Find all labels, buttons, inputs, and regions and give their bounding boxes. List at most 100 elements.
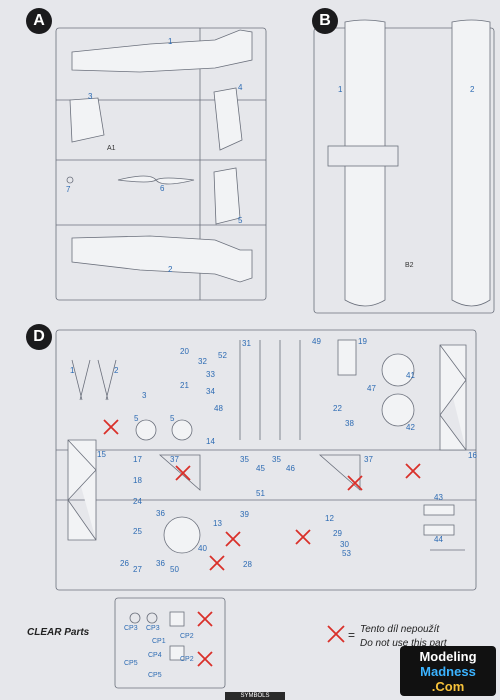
part-number: 47	[367, 384, 376, 393]
clear-part-label: CP3	[146, 625, 160, 632]
part-number: 26	[120, 559, 129, 568]
part-number: 37	[364, 455, 373, 464]
part-number: 19	[358, 337, 367, 346]
part-number: 52	[218, 351, 227, 360]
clear-parts-title: CLEAR Parts	[27, 627, 90, 638]
part-number: 5	[134, 414, 139, 423]
part-number: 45	[256, 464, 265, 473]
legend-czech: Tento díl nepoužít	[360, 624, 440, 635]
part-number: 3	[142, 391, 147, 400]
part-number: 35	[272, 455, 281, 464]
part-number: 34	[206, 387, 215, 396]
propeller-shape	[117, 175, 195, 185]
part-number: 5	[238, 216, 243, 225]
clear-part-label: CP5	[124, 660, 138, 667]
part-number: 22	[333, 404, 342, 413]
part-number: 38	[345, 419, 354, 428]
part-number: 27	[133, 565, 142, 574]
section-d-badge: D	[26, 324, 52, 350]
part-number: 53	[342, 549, 351, 558]
part-number: 18	[133, 476, 142, 485]
part-number: 36	[156, 509, 165, 518]
bracing-parts	[158, 454, 361, 491]
part-number: 30	[340, 540, 349, 549]
part-number: 15	[97, 450, 106, 459]
strut-1	[71, 359, 91, 401]
clear-part-label: CP1	[152, 638, 166, 645]
watermark-line-2: Madness	[420, 664, 476, 679]
part-number: 1	[168, 37, 173, 46]
part-19	[337, 339, 357, 376]
part-number: 39	[240, 510, 249, 519]
truss-16	[439, 344, 467, 451]
part-number: 37	[170, 455, 179, 464]
part-number: 42	[406, 423, 415, 432]
part-number: 43	[434, 493, 443, 502]
clear-parts-frame	[114, 597, 226, 689]
part-number: 5	[170, 414, 175, 423]
part-number: 7	[66, 185, 71, 194]
part-number: 41	[406, 371, 415, 380]
part-number: 29	[333, 529, 342, 538]
clear-part-cp2b	[169, 645, 185, 661]
cabane-struts	[239, 340, 301, 440]
watermark-logo: Modeling Madness .Com	[400, 646, 496, 696]
part-number: 35	[240, 455, 249, 464]
part-number: 32	[198, 357, 207, 366]
part-number: 4	[238, 83, 243, 92]
part-number: 46	[286, 464, 295, 473]
part-number: 2	[470, 85, 475, 94]
truss-15	[67, 439, 97, 541]
watermark-line-1: Modeling	[419, 649, 477, 664]
part-number: 17	[133, 455, 142, 464]
clear-part-cp3b	[146, 612, 158, 624]
sprue-b-frame	[313, 27, 495, 314]
sprue-code: A1	[107, 145, 116, 152]
part-number: 40	[198, 544, 207, 553]
part-43	[423, 504, 455, 516]
part-number: 13	[213, 519, 222, 528]
part-number: 2	[168, 265, 173, 274]
part-number: 14	[206, 437, 215, 446]
sprue-code: B2	[405, 262, 414, 269]
clear-part-label: CP3	[124, 625, 138, 632]
legend-equals: =	[348, 628, 356, 642]
part-number: 16	[468, 451, 477, 460]
part-number: 31	[242, 339, 251, 348]
cowl-42	[381, 393, 415, 427]
part-number: 49	[312, 337, 321, 346]
engine-40	[163, 516, 201, 554]
section-b-badge: B	[312, 8, 338, 34]
part-number: 6	[160, 184, 165, 193]
clear-part-cp3	[129, 612, 141, 624]
sprue-d-frame	[55, 329, 477, 591]
part-number: 33	[206, 370, 215, 379]
part-5-shape	[213, 167, 241, 225]
fuselage-half-1	[71, 29, 253, 73]
clear-part-label: CP2	[180, 633, 194, 640]
wheel-5a	[135, 419, 157, 441]
part-3-shape	[69, 97, 105, 143]
part-number: 44	[434, 535, 443, 544]
part-7-shape	[66, 176, 74, 184]
part-number: 48	[214, 404, 223, 413]
part-number: 24	[133, 497, 142, 506]
part-number: 1	[70, 366, 75, 375]
sprue-a-frame	[55, 27, 267, 301]
clear-part-label: CP2	[180, 656, 194, 663]
watermark-line-3: .Com	[431, 679, 465, 694]
part-number: 2	[114, 366, 119, 375]
clear-part-cp2	[169, 611, 185, 627]
part-number: 21	[180, 381, 189, 390]
wing-center	[327, 145, 399, 167]
do-not-use-crosses	[103, 419, 421, 667]
part-4-shape	[213, 87, 243, 151]
section-a-badge: A	[26, 8, 52, 34]
part-number: 3	[88, 92, 93, 101]
part-number: 25	[133, 527, 142, 536]
legend-english: Do not use this part	[360, 638, 447, 649]
part-number: 28	[243, 560, 252, 569]
clear-part-label: CP4	[148, 652, 162, 659]
clear-part-label: CP5	[148, 672, 162, 679]
upper-wing	[451, 19, 491, 307]
